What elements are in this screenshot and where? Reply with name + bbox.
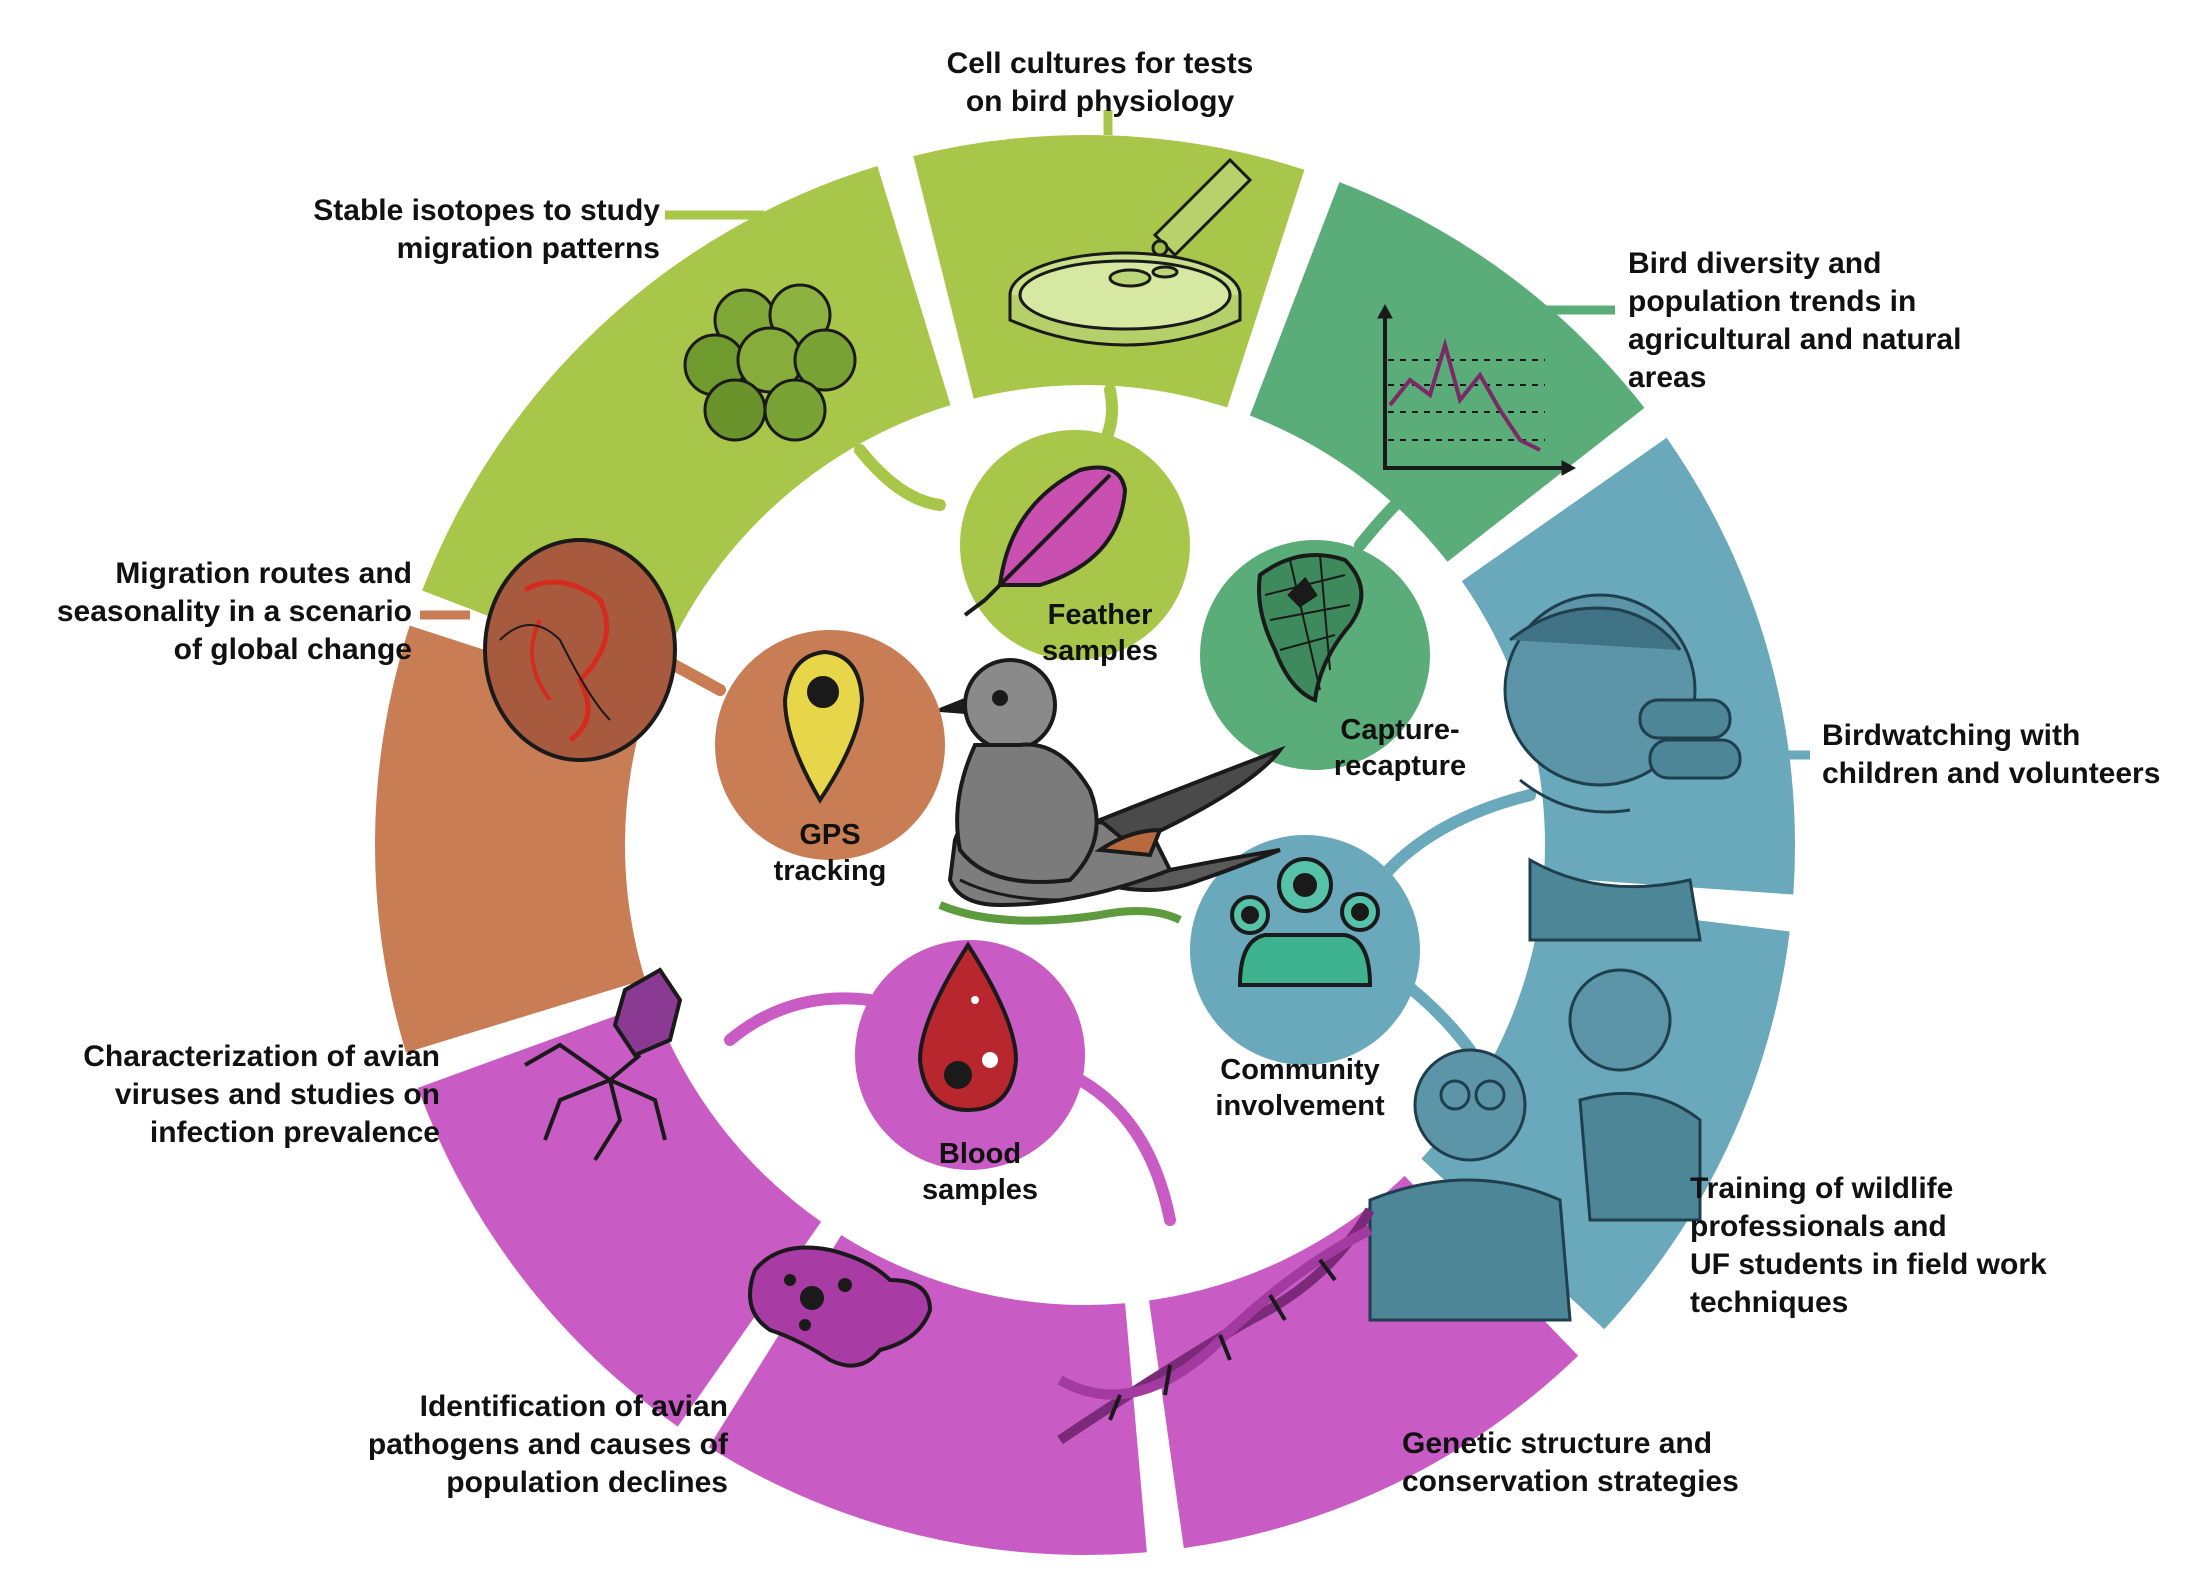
label-line: Birdwatching with xyxy=(1822,719,2081,752)
label-line: Characterization of avian xyxy=(83,1040,440,1073)
label-genetic: Genetic structure and conservation strat… xyxy=(1402,1425,1802,1501)
label-line: population declines xyxy=(446,1466,728,1499)
hub-label-capture: Capture- recapture xyxy=(1300,712,1500,784)
hub-label-line: tracking xyxy=(773,855,887,887)
label-line: of global change xyxy=(173,633,412,666)
catbird-icon xyxy=(938,658,1286,925)
net-icon xyxy=(1257,553,1364,703)
label-line: pathogens and causes of xyxy=(367,1428,728,1461)
label-line: techniques xyxy=(1690,1286,1849,1319)
connector-stable-isotopes xyxy=(665,210,765,240)
label-pathogens: Identification of avian pathogens and ca… xyxy=(320,1388,728,1502)
connector-pathogens xyxy=(738,1420,855,1455)
capture-connector xyxy=(1354,494,1406,551)
label-line: infection prevalence xyxy=(149,1116,440,1149)
label-birdwatching: Birdwatching with children and volunteer… xyxy=(1822,717,2192,793)
label-line: UF students in field work xyxy=(1690,1248,2047,1281)
label-line: areas xyxy=(1628,361,1707,394)
hub-label-line: Feather xyxy=(1047,599,1153,631)
connector-genetic xyxy=(1275,1445,1390,1475)
hub-label-line: samples xyxy=(1041,635,1159,667)
petri-dish-icon xyxy=(1008,157,1253,347)
pathogen-icon xyxy=(748,1245,933,1368)
hub-label-line: samples xyxy=(921,1174,1039,1206)
label-line: viruses and studies on xyxy=(114,1078,440,1111)
cell-cluster-icon xyxy=(683,283,857,442)
dna-icon xyxy=(1057,1207,1375,1445)
blood-drop-icon xyxy=(917,941,1019,1113)
label-line: Training of wildlife xyxy=(1690,1172,1954,1205)
hub-label-line: recapture xyxy=(1333,750,1467,782)
label-bird-diversity: Bird diversity and population trends in … xyxy=(1628,245,2068,397)
label-line: migration patterns xyxy=(396,232,660,265)
map-pin-icon xyxy=(782,649,865,804)
label-line: Cell cultures for tests xyxy=(946,47,1254,80)
binoculars-person-icon xyxy=(1503,593,1742,942)
label-line: seasonality in a scenario xyxy=(56,595,412,628)
label-line: on bird physiology xyxy=(965,85,1235,118)
label-line: conservation strategies xyxy=(1402,1465,1739,1498)
virus-icon xyxy=(524,967,683,1162)
community-connector xyxy=(1374,789,1536,886)
feather-connector-2 xyxy=(854,444,946,511)
blood-connector-2 xyxy=(1074,1074,1176,1226)
line-chart-icon xyxy=(1377,303,1577,476)
label-migration-routes: Migration routes and seasonality in a sc… xyxy=(20,555,412,669)
people-group-icon xyxy=(1230,857,1380,987)
label-line: Bird diversity and xyxy=(1628,247,1882,280)
label-training: Training of wildlife professionals and U… xyxy=(1690,1170,2110,1322)
label-line: population trends in xyxy=(1628,285,1917,318)
hub-label-line: involvement xyxy=(1215,1090,1385,1122)
hub-label-feather: Feather samples xyxy=(1000,597,1200,669)
label-line: professionals and xyxy=(1690,1210,1947,1243)
hub-label-gps: GPS tracking xyxy=(730,817,930,889)
hub-label-line: Community xyxy=(1220,1054,1380,1086)
globe-map-icon xyxy=(483,538,677,762)
feather-icon xyxy=(963,465,1128,617)
segment-viruses xyxy=(417,1002,822,1427)
label-line: Stable isotopes to study xyxy=(313,194,660,227)
label-viruses: Characterization of avian viruses and st… xyxy=(40,1038,440,1152)
label-line: Identification of avian xyxy=(419,1390,728,1423)
label-line: Genetic structure and xyxy=(1402,1427,1713,1460)
hub-label-line: GPS xyxy=(799,819,861,851)
blood-connector xyxy=(724,992,876,1046)
hub-label-line: Capture- xyxy=(1340,714,1460,746)
label-line: Migration routes and xyxy=(115,557,412,590)
label-line: agricultural and natural xyxy=(1628,323,1962,356)
field-work-people-icon xyxy=(1368,968,1702,1322)
hub-label-community: Community involvement xyxy=(1180,1052,1420,1124)
label-line: children and volunteers xyxy=(1822,757,2161,790)
label-stable-isotopes: Stable isotopes to study migration patte… xyxy=(220,192,660,268)
hub-label-line: Blood xyxy=(938,1138,1022,1170)
hub-label-blood: Blood samples xyxy=(880,1136,1080,1208)
label-cell-cultures: Cell cultures for tests on bird physiolo… xyxy=(900,45,1300,121)
